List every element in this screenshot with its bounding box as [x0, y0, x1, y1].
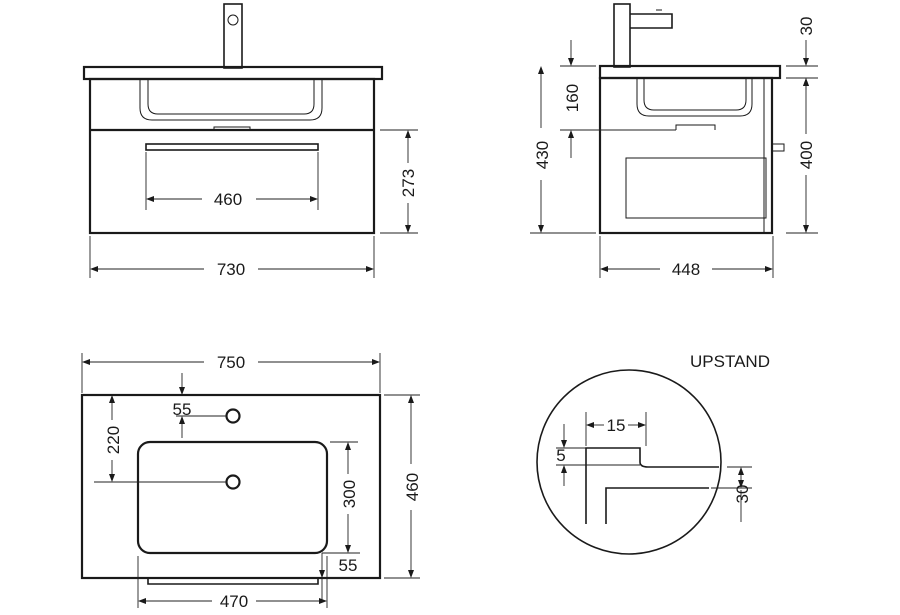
- worktop-plan: [80, 393, 382, 580]
- dim-drawer-height: 273: [399, 169, 418, 197]
- tap-lever: [227, 14, 239, 26]
- worktop-front: [82, 65, 384, 81]
- upstand-detail: UPSTAND 15 5 30: [536, 352, 770, 555]
- drawer-side-box: [625, 157, 767, 219]
- detail-circle: [536, 369, 722, 555]
- dim-top-width: 750: [217, 353, 245, 372]
- dim-top-depth: 460: [403, 473, 422, 501]
- dim-basin-depth-plan: 300: [340, 480, 359, 508]
- dim-tap-offset: 55: [173, 400, 192, 419]
- upstand-section-profile: [585, 447, 719, 524]
- worktop-side: [598, 64, 782, 80]
- dim-basin-width: 470: [220, 592, 248, 611]
- basin-outline-side: [636, 78, 753, 117]
- drawer-handle: [145, 143, 319, 151]
- front-elevation: 460 273 730: [82, 3, 418, 279]
- dim-unit-depth: 448: [672, 260, 700, 279]
- tap-body: [223, 3, 243, 69]
- dim-cabinet-height: 400: [797, 141, 816, 169]
- upstand-title: UPSTAND: [690, 352, 770, 371]
- basin-outline-front: [139, 79, 323, 121]
- dim-basin-setback: 220: [104, 426, 123, 454]
- dim-upstand-height: 30: [797, 17, 816, 36]
- dim-unit-width: 730: [217, 260, 245, 279]
- waste-hole: [225, 474, 241, 490]
- front-lip: [147, 578, 319, 585]
- dim-upstand-thickness: 15: [607, 416, 626, 435]
- dim-basin-front-margin: 55: [339, 556, 358, 575]
- cabinet-body-front: [88, 77, 376, 235]
- basin-plan: [136, 440, 329, 555]
- dim-top-thickness: 30: [733, 485, 752, 504]
- dim-handle-width: 460: [214, 190, 242, 209]
- side-elevation: 30 400 160 430 448: [530, 3, 818, 279]
- plan-view: 750 460 55 220 300 55: [80, 353, 422, 611]
- dim-basin-depth: 160: [563, 84, 582, 112]
- dim-step-height: 5: [556, 446, 565, 465]
- tap-side: [613, 3, 631, 68]
- dim-overall-height: 430: [533, 141, 552, 169]
- tap-hole: [225, 408, 241, 424]
